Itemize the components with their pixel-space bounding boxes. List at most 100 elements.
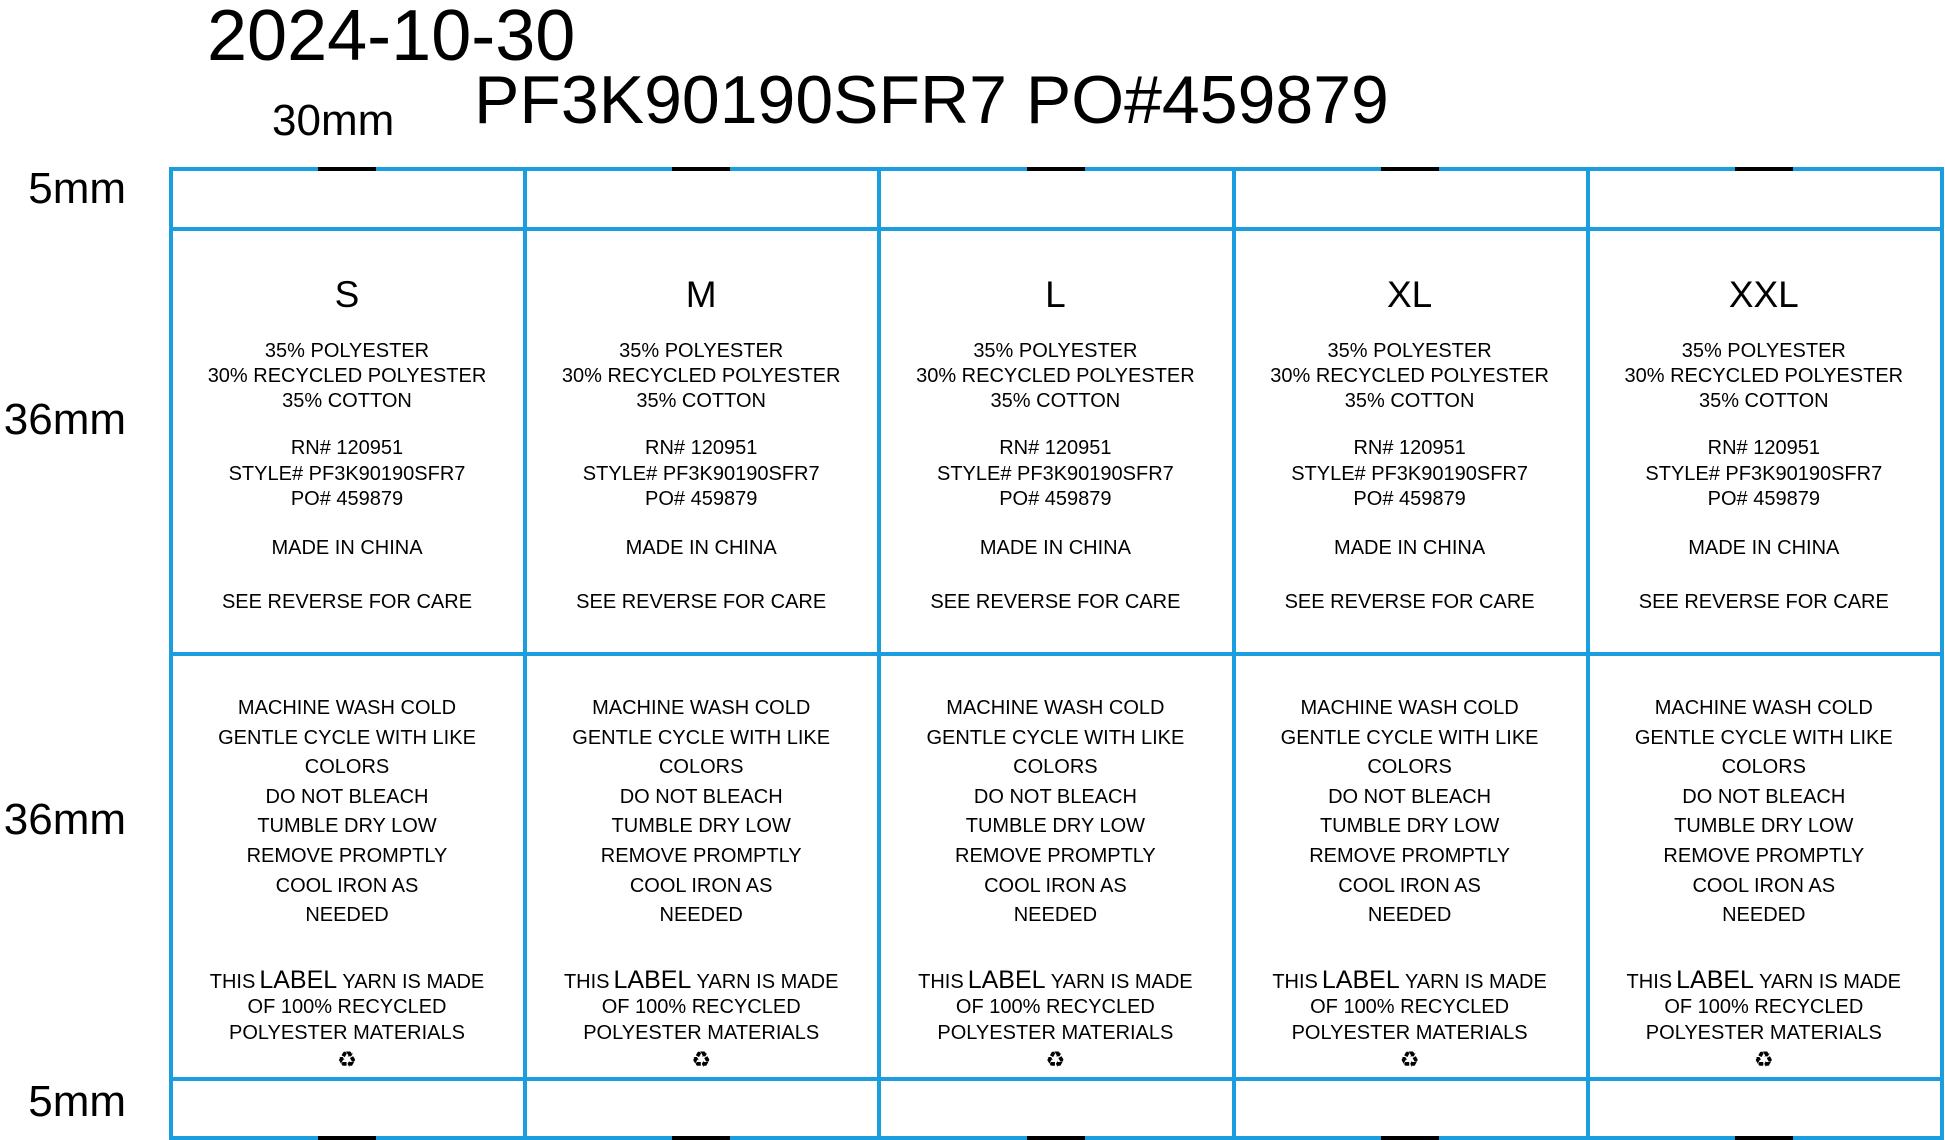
recycled-emphasis: LABEL <box>1321 966 1400 994</box>
recycled-suffix: YARN IS MADE <box>1753 971 1902 993</box>
cut-mark <box>1026 167 1085 171</box>
id-line: STYLE# PF3K90190SFR7 <box>936 463 1174 485</box>
recycled-prefix: THIS <box>563 971 610 993</box>
grid-vertical-line <box>1231 167 1236 1140</box>
care-instruction: REMOVE PROMPTLY <box>955 845 1156 867</box>
cut-mark <box>1380 167 1439 171</box>
origin-line: MADE IN CHINA <box>625 537 777 559</box>
id-line: RN# 120951 <box>1707 437 1820 459</box>
origin-line: MADE IN CHINA <box>271 537 423 559</box>
recycled-prefix: THIS <box>209 971 256 993</box>
care-instruction: COOL IRON AS <box>984 875 1127 897</box>
composition-line: 30% RECYCLED POLYESTER <box>916 365 1195 387</box>
recycled-prefix: THIS <box>1272 971 1318 993</box>
cut-mark <box>1380 1136 1439 1140</box>
recycled-line: POLYESTER MATERIALS <box>229 1022 465 1044</box>
recycled-line: POLYESTER MATERIALS <box>1291 1022 1528 1044</box>
care-instruction: TUMBLE DRY LOW <box>611 815 791 837</box>
label-column-xxl: XXL 35% POLYESTER 30% RECYCLED POLYESTER 35… <box>1587 0 1941 1140</box>
composition-line: 35% POLYESTER <box>1681 340 1846 362</box>
label-column-s: S 35% POLYESTER 30% RECYCLED POLYESTER 35% … <box>170 0 524 1140</box>
size-label: S <box>334 274 360 315</box>
id-line: RN# 120951 <box>999 437 1112 459</box>
composition-line: 35% COTTON <box>1698 390 1829 412</box>
care-instruction: COOL IRON AS <box>629 875 773 897</box>
recycled-line: OF 100% RECYCLED <box>601 996 801 1018</box>
section1-height-label: 36mm <box>3 395 126 444</box>
recycled-emphasis: LABEL <box>1676 966 1754 994</box>
care-instruction: MACHINE WASH COLD <box>237 697 457 719</box>
recycled-line: OF 100% RECYCLED <box>1310 996 1510 1018</box>
care-instruction: REMOVE PROMPTLY <box>1663 845 1865 867</box>
cut-mark <box>318 167 377 171</box>
style-po-heading: PF3K90190SFR7 PO#459879 <box>474 62 1389 138</box>
care-instruction: TUMBLE DRY LOW <box>1319 815 1500 837</box>
recycle-icon: ♻ <box>1753 1047 1774 1072</box>
recycled-suffix: YARN IS MADE <box>691 971 839 993</box>
size-label: M <box>685 274 717 315</box>
size-label: XL <box>1386 274 1433 315</box>
care-instruction: GENTLE CYCLE WITH LIKE <box>572 727 831 749</box>
care-instruction: DO NOT BLEACH <box>619 786 783 808</box>
composition-line: 30% RECYCLED POLYESTER <box>561 365 841 387</box>
care-instruction: COOL IRON AS <box>1692 875 1836 897</box>
cut-mark <box>318 1136 377 1140</box>
care-instruction: COOL IRON AS <box>1338 875 1481 897</box>
composition-line: 30% RECYCLED POLYESTER <box>207 365 487 387</box>
see-reverse-line: SEE REVERSE FOR CARE <box>221 591 473 613</box>
origin-line: MADE IN CHINA <box>1334 537 1486 559</box>
id-line: PO# 459879 <box>645 488 758 510</box>
date-heading: 2024-10-30 <box>207 0 576 76</box>
id-line: RN# 120951 <box>645 437 758 459</box>
recycled-line: POLYESTER MATERIALS <box>583 1022 820 1044</box>
recycle-icon: ♻ <box>691 1047 712 1072</box>
care-instruction: MACHINE WASH COLD <box>592 697 811 719</box>
composition-line: 35% POLYESTER <box>264 340 430 362</box>
id-line: STYLE# PF3K90190SFR7 <box>228 463 466 485</box>
composition-line: 35% POLYESTER <box>1327 340 1492 362</box>
composition-line: 35% POLYESTER <box>619 340 784 362</box>
see-reverse-line: SEE REVERSE FOR CARE <box>1638 591 1889 613</box>
care-instruction: NEEDED <box>305 904 389 926</box>
recycled-emphasis: LABEL <box>967 966 1046 994</box>
see-reverse-line: SEE REVERSE FOR CARE <box>1284 591 1535 613</box>
cut-mark <box>1026 1136 1085 1140</box>
composition-line: 35% POLYESTER <box>973 340 1138 362</box>
grid-horizontal-line <box>170 227 1943 231</box>
label-column-l: L 35% POLYESTER 30% RECYCLED POLYESTER 35% … <box>878 0 1232 1140</box>
grid-horizontal-line <box>170 652 1943 656</box>
care-instruction: NEEDED <box>1367 904 1452 926</box>
composition-line: 30% RECYCLED POLYESTER <box>1624 365 1904 387</box>
recycled-line: POLYESTER MATERIALS <box>1645 1022 1882 1044</box>
care-instruction: TUMBLE DRY LOW <box>1674 815 1854 837</box>
composition-line: 35% COTTON <box>282 390 412 412</box>
grid-vertical-line <box>877 167 882 1140</box>
care-instruction: DO NOT BLEACH <box>1682 786 1846 808</box>
bottom-margin-label: 5mm <box>28 1077 126 1126</box>
size-label: XXL <box>1728 274 1799 315</box>
id-line: PO# 459879 <box>1353 488 1466 510</box>
composition-line: 35% COTTON <box>990 390 1121 412</box>
care-instruction: COLORS <box>304 756 390 778</box>
recycle-icon: ♻ <box>337 1047 357 1072</box>
care-instruction: REMOVE PROMPTLY <box>246 845 448 867</box>
cut-mark <box>1734 167 1793 171</box>
origin-line: MADE IN CHINA <box>979 537 1131 559</box>
grid-vertical-line <box>1940 167 1944 1140</box>
recycled-line: OF 100% RECYCLED <box>955 996 1155 1018</box>
care-instruction: DO NOT BLEACH <box>973 786 1137 808</box>
recycle-icon: ♻ <box>1045 1047 1066 1072</box>
care-instruction: GENTLE CYCLE WITH LIKE <box>1634 727 1893 749</box>
id-line: PO# 459879 <box>1707 488 1820 510</box>
care-instruction: DO NOT BLEACH <box>1328 786 1492 808</box>
recycled-emphasis: LABEL <box>613 966 692 994</box>
care-instruction: TUMBLE DRY LOW <box>257 815 437 837</box>
size-label: L <box>1045 274 1066 315</box>
grid-vertical-line <box>1585 167 1590 1140</box>
